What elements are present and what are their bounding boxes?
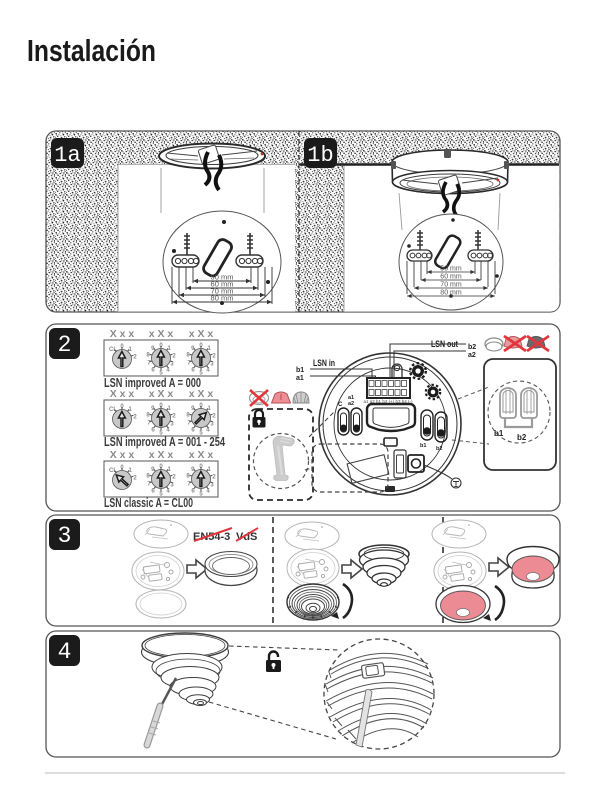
- svg-text:a2: a2: [468, 352, 476, 359]
- svg-text:LSN improved A = 001 - 254: LSN improved A = 001 - 254: [104, 435, 225, 449]
- svg-text:Instalación: Instalación: [27, 33, 156, 68]
- svg-text:1b: 1b: [307, 143, 333, 168]
- svg-text:a2: a2: [348, 401, 354, 407]
- svg-text:4: 4: [58, 639, 72, 665]
- svg-text:VdS: VdS: [236, 531, 257, 543]
- svg-text:b2: b2: [436, 446, 442, 452]
- svg-text:b1: b1: [296, 367, 304, 374]
- svg-text:70 mm: 70 mm: [211, 287, 234, 296]
- svg-text:80 mm: 80 mm: [440, 290, 462, 297]
- svg-text:60 mm: 60 mm: [440, 274, 462, 281]
- svg-text:EN54-3: EN54-3: [193, 531, 230, 543]
- svg-text:1a: 1a: [54, 143, 80, 168]
- svg-text:b2: b2: [468, 344, 476, 351]
- svg-text:a1: a1: [348, 395, 354, 401]
- svg-text:50 mm: 50 mm: [211, 273, 234, 282]
- svg-text:60 mm: 60 mm: [211, 280, 234, 289]
- svg-text:a1 a2 b1 b2 (+) b3 b4 (-): a1 a2 b1 b2 (+) b3 b4 (-): [364, 399, 413, 404]
- svg-text:50 mm: 50 mm: [440, 266, 462, 273]
- svg-text:80 mm: 80 mm: [211, 294, 234, 303]
- svg-text:LSN in: LSN in: [313, 358, 335, 368]
- svg-text:70 mm: 70 mm: [440, 282, 462, 289]
- svg-text:3: 3: [58, 523, 72, 549]
- svg-text:LSN out: LSN out: [431, 339, 458, 349]
- svg-text:b2: b2: [517, 433, 527, 442]
- svg-text:LSN classic A = CL00: LSN classic A = CL00: [104, 496, 193, 510]
- svg-text:a1: a1: [296, 375, 304, 382]
- svg-text:C: C: [338, 402, 343, 408]
- svg-text:b1: b1: [420, 443, 426, 449]
- svg-text:LSN improved A = 000: LSN improved A = 000: [104, 376, 201, 390]
- svg-text:b1: b1: [494, 429, 504, 438]
- svg-text:2: 2: [58, 332, 72, 358]
